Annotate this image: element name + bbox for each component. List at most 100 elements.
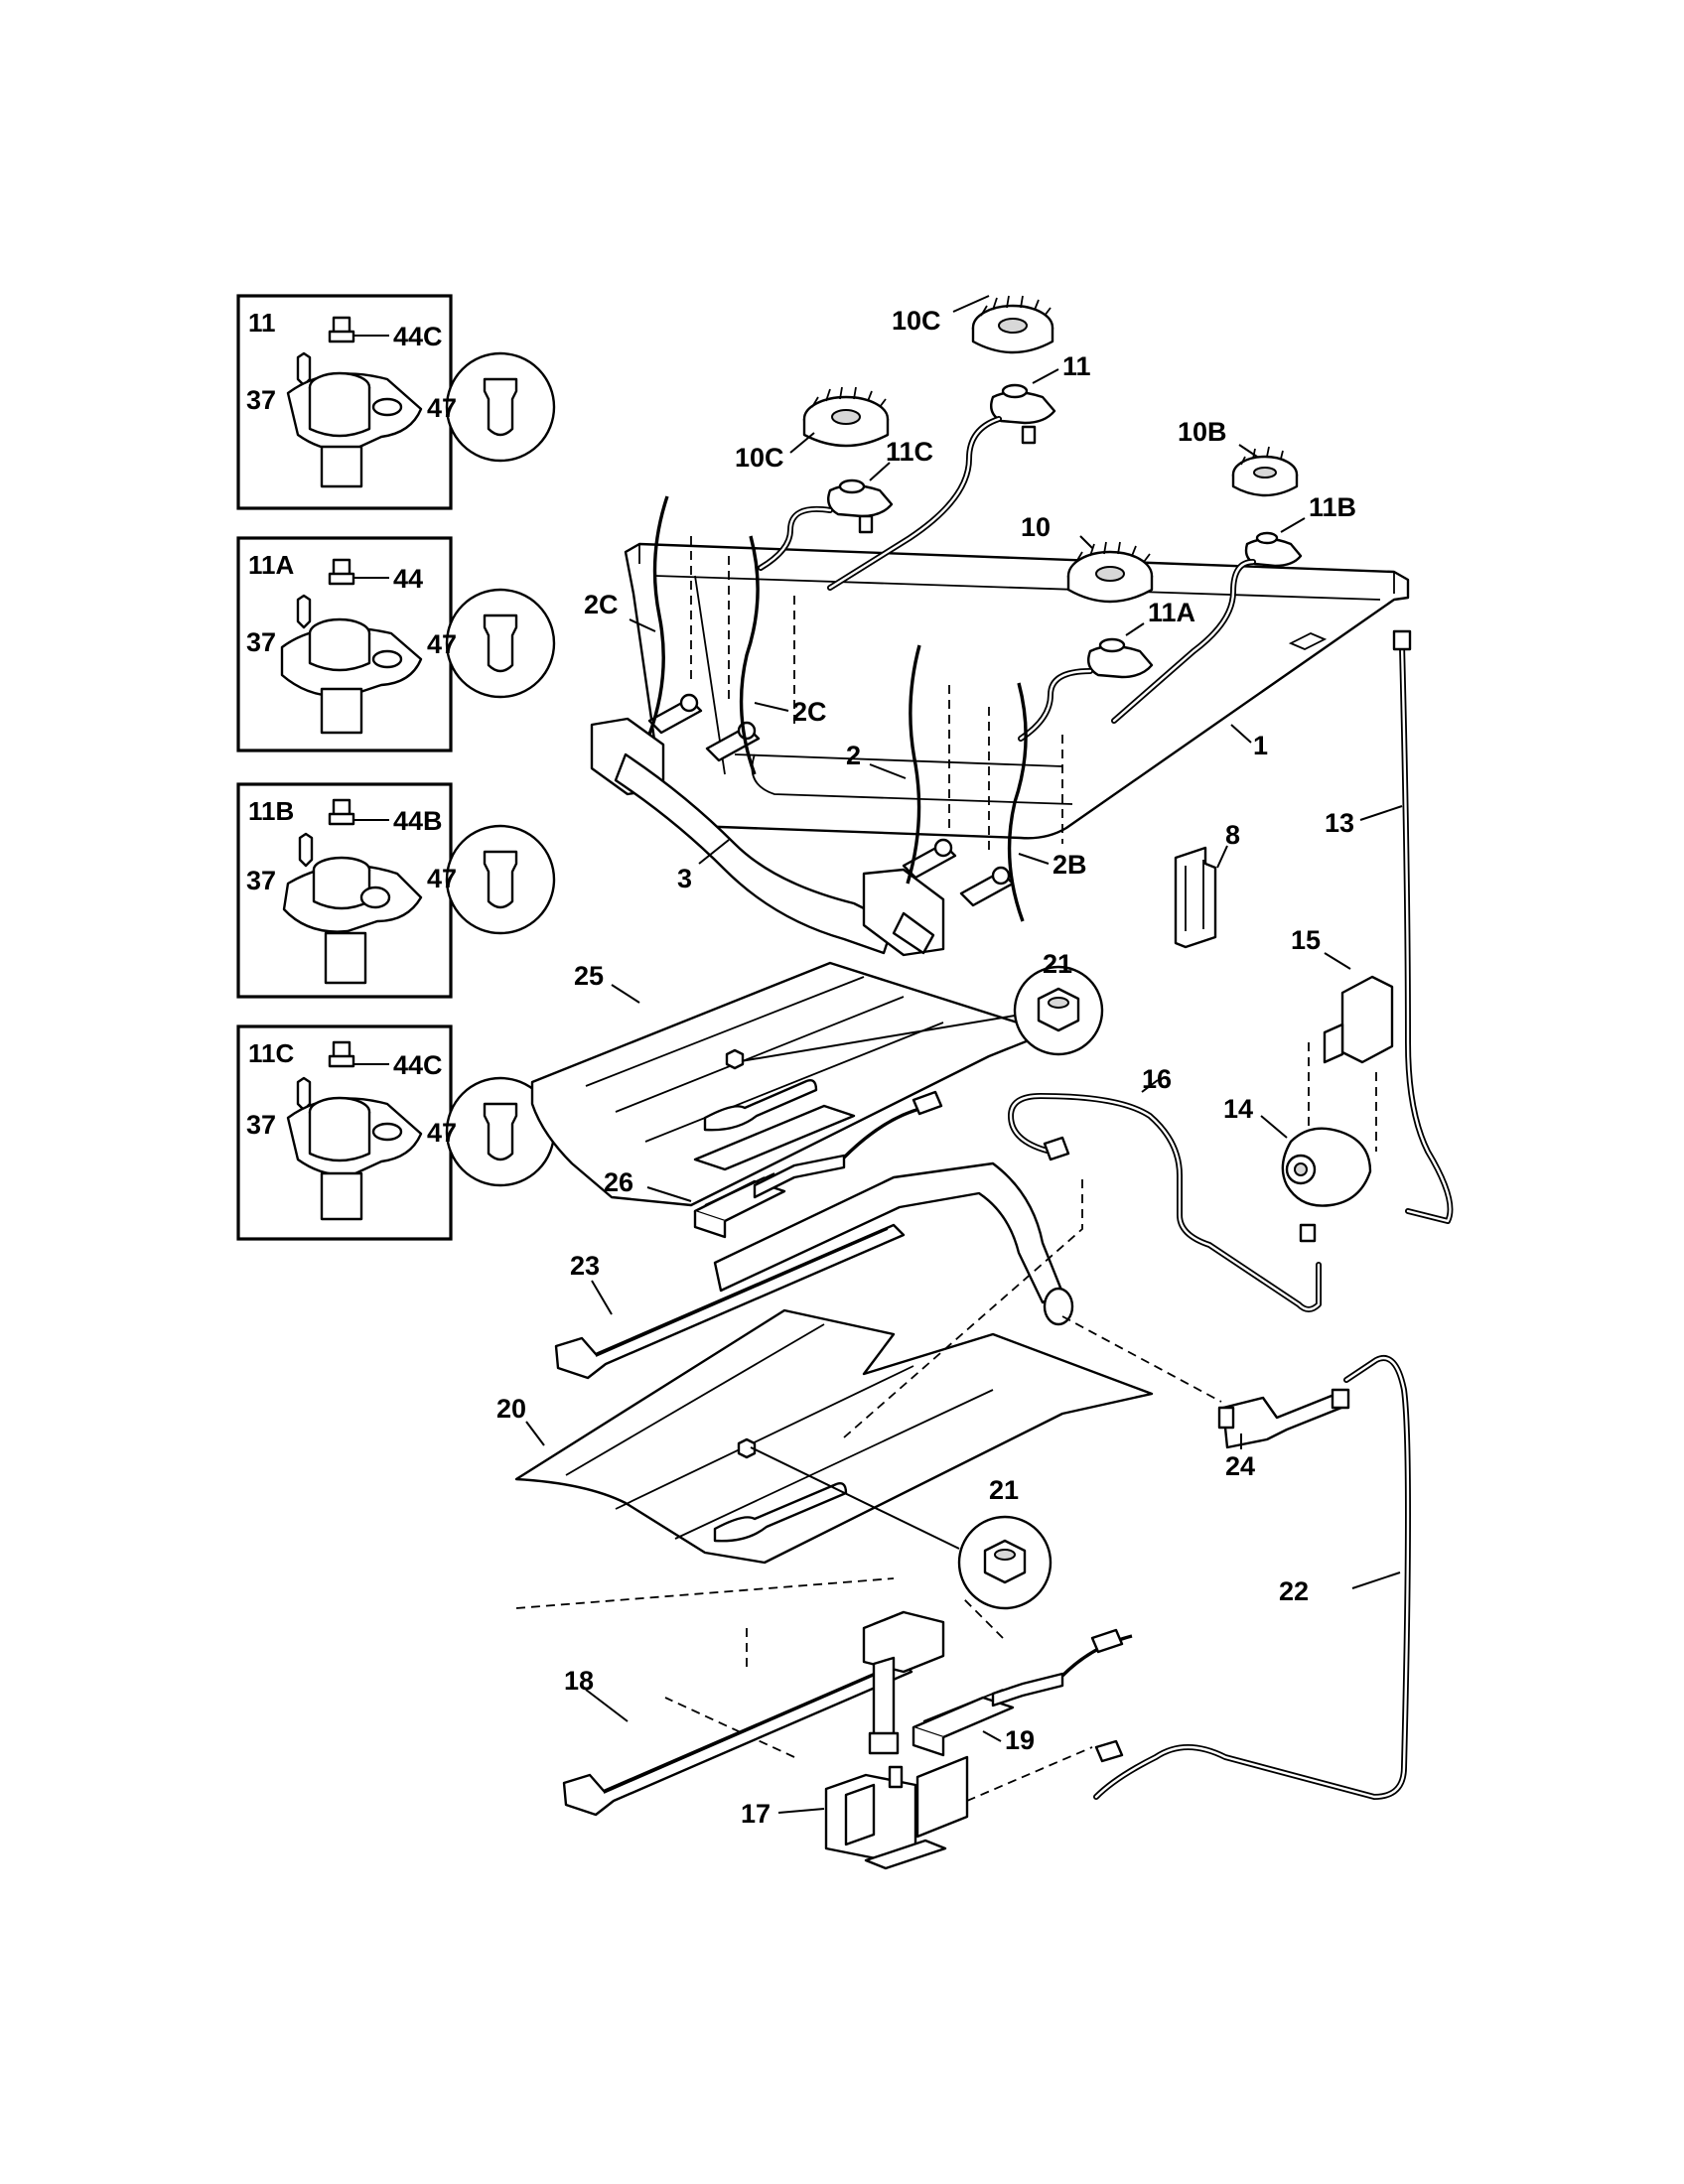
part-11a-valve [1087, 637, 1154, 679]
callout-2: 2 [846, 741, 861, 770]
callout-8: 8 [1225, 820, 1240, 850]
callout-18: 18 [564, 1666, 594, 1696]
part-14-regulator [1281, 1127, 1372, 1207]
part-20-shield [514, 1308, 1154, 1565]
cap-part [328, 1040, 355, 1068]
callout-19: 19 [1005, 1725, 1035, 1755]
callout-20: 20 [496, 1394, 526, 1424]
callout-17: 17 [741, 1799, 771, 1829]
inset-11: 11 44C 37 47 [236, 294, 556, 510]
orifice-label: 47 [427, 864, 457, 893]
part-26-igniter [693, 1090, 943, 1239]
callout-14: 14 [1223, 1094, 1253, 1124]
part-8-spark-module [1174, 846, 1217, 949]
alignment-lines-upper [690, 536, 1063, 856]
valve-neck [308, 633, 371, 672]
screw-label: 37 [246, 866, 276, 895]
callout-21-bottom: 21 [989, 1475, 1019, 1505]
callout-2b: 2B [1052, 850, 1087, 880]
callout-10c-top: 10C [892, 306, 941, 336]
callout-16: 16 [1142, 1064, 1172, 1094]
burner-tubes [758, 416, 1256, 742]
callout-25: 25 [574, 961, 604, 991]
inset-title: 11 [248, 308, 276, 338]
part-17-safety-valve [824, 1755, 969, 1870]
callout-10b: 10B [1178, 417, 1227, 447]
valve-stem [320, 687, 363, 735]
callout-3: 3 [677, 864, 692, 893]
bake-burner-venturi [862, 1610, 945, 1755]
orifice-part [483, 377, 518, 437]
broil-burner-tube [713, 1161, 1074, 1326]
cap-part [328, 316, 355, 343]
valve-neck [308, 387, 371, 438]
callout-10: 10 [1021, 512, 1051, 542]
callout-21-top: 21 [1043, 949, 1072, 979]
callout-23: 23 [570, 1251, 600, 1281]
part-1-burner-bracket [624, 542, 1410, 840]
orifice-label: 47 [427, 1118, 457, 1148]
orifice-label: 47 [427, 393, 457, 423]
inset-11b: 11B 44B 37 47 [236, 782, 556, 999]
part-11b-valve [1244, 531, 1303, 568]
part-3-manifold [590, 717, 945, 957]
callout-26: 26 [604, 1167, 633, 1197]
callout-24: 24 [1225, 1451, 1255, 1481]
callout-11c: 11C [886, 437, 933, 467]
igniter-wires [647, 495, 1028, 922]
part-10c-left-burner [802, 386, 890, 448]
inset-11a: 11A 44 37 47 [236, 536, 556, 752]
screw-label: 37 [246, 1110, 276, 1140]
orifice-part [483, 1102, 518, 1161]
screw-label: 37 [246, 627, 276, 657]
valve-stem [320, 445, 363, 488]
part-19-igniter [912, 1628, 1133, 1757]
callout-15: 15 [1291, 925, 1321, 955]
part-21-nut-top [725, 965, 1104, 1070]
cap-label: 44B [393, 806, 443, 836]
part-21-nut-bottom [750, 1446, 1052, 1610]
callouts: 10C 11 10C 11C 10B 11B 10 11A 2C 2C 2 2B… [496, 295, 1403, 1829]
alignment-lines-lower [515, 1179, 1222, 1808]
screw-part [298, 832, 314, 868]
cap-label: 44C [393, 322, 443, 351]
callout-11a: 11A [1148, 598, 1195, 627]
inset-title: 11A [248, 550, 294, 580]
callout-13: 13 [1325, 808, 1354, 838]
valve-neck [312, 870, 371, 910]
part-10c-top-burner [971, 295, 1054, 354]
screw-part [296, 1076, 312, 1112]
cap-label: 44C [393, 1050, 443, 1080]
callout-10c-left: 10C [735, 443, 784, 473]
part-11c-valve [827, 478, 894, 534]
callout-1: 1 [1253, 731, 1268, 760]
valve-fitting [371, 1122, 403, 1142]
part-23-bracket [554, 1223, 906, 1380]
inset-11c: 11C 44C 37 47 [236, 1024, 556, 1241]
valve-stem [320, 1171, 363, 1221]
orifice-label: 47 [427, 629, 457, 659]
valve-fitting [371, 649, 403, 669]
screw-part [296, 594, 312, 629]
cap-part [328, 558, 355, 586]
part-22-tube [1093, 1355, 1411, 1800]
inset-title: 11B [248, 796, 294, 826]
orifice-part [483, 614, 518, 673]
orifice-part [483, 850, 518, 909]
callout-22: 22 [1279, 1576, 1309, 1606]
part-10b-burner [1231, 446, 1299, 497]
cap-label: 44 [393, 564, 423, 594]
inset-title: 11C [248, 1038, 294, 1068]
callout-2c-right: 2C [792, 697, 827, 727]
part-24-fitting [1217, 1388, 1350, 1449]
valve-stem [324, 931, 367, 985]
valve-fitting [359, 886, 391, 909]
part-11-valve [990, 383, 1056, 445]
valve-neck [308, 1112, 371, 1162]
screw-part [296, 351, 312, 387]
callout-2c-left: 2C [584, 590, 619, 619]
valve-fitting [371, 397, 403, 417]
part-10-burner [1066, 541, 1154, 604]
part-16-tube [1008, 1093, 1322, 1312]
